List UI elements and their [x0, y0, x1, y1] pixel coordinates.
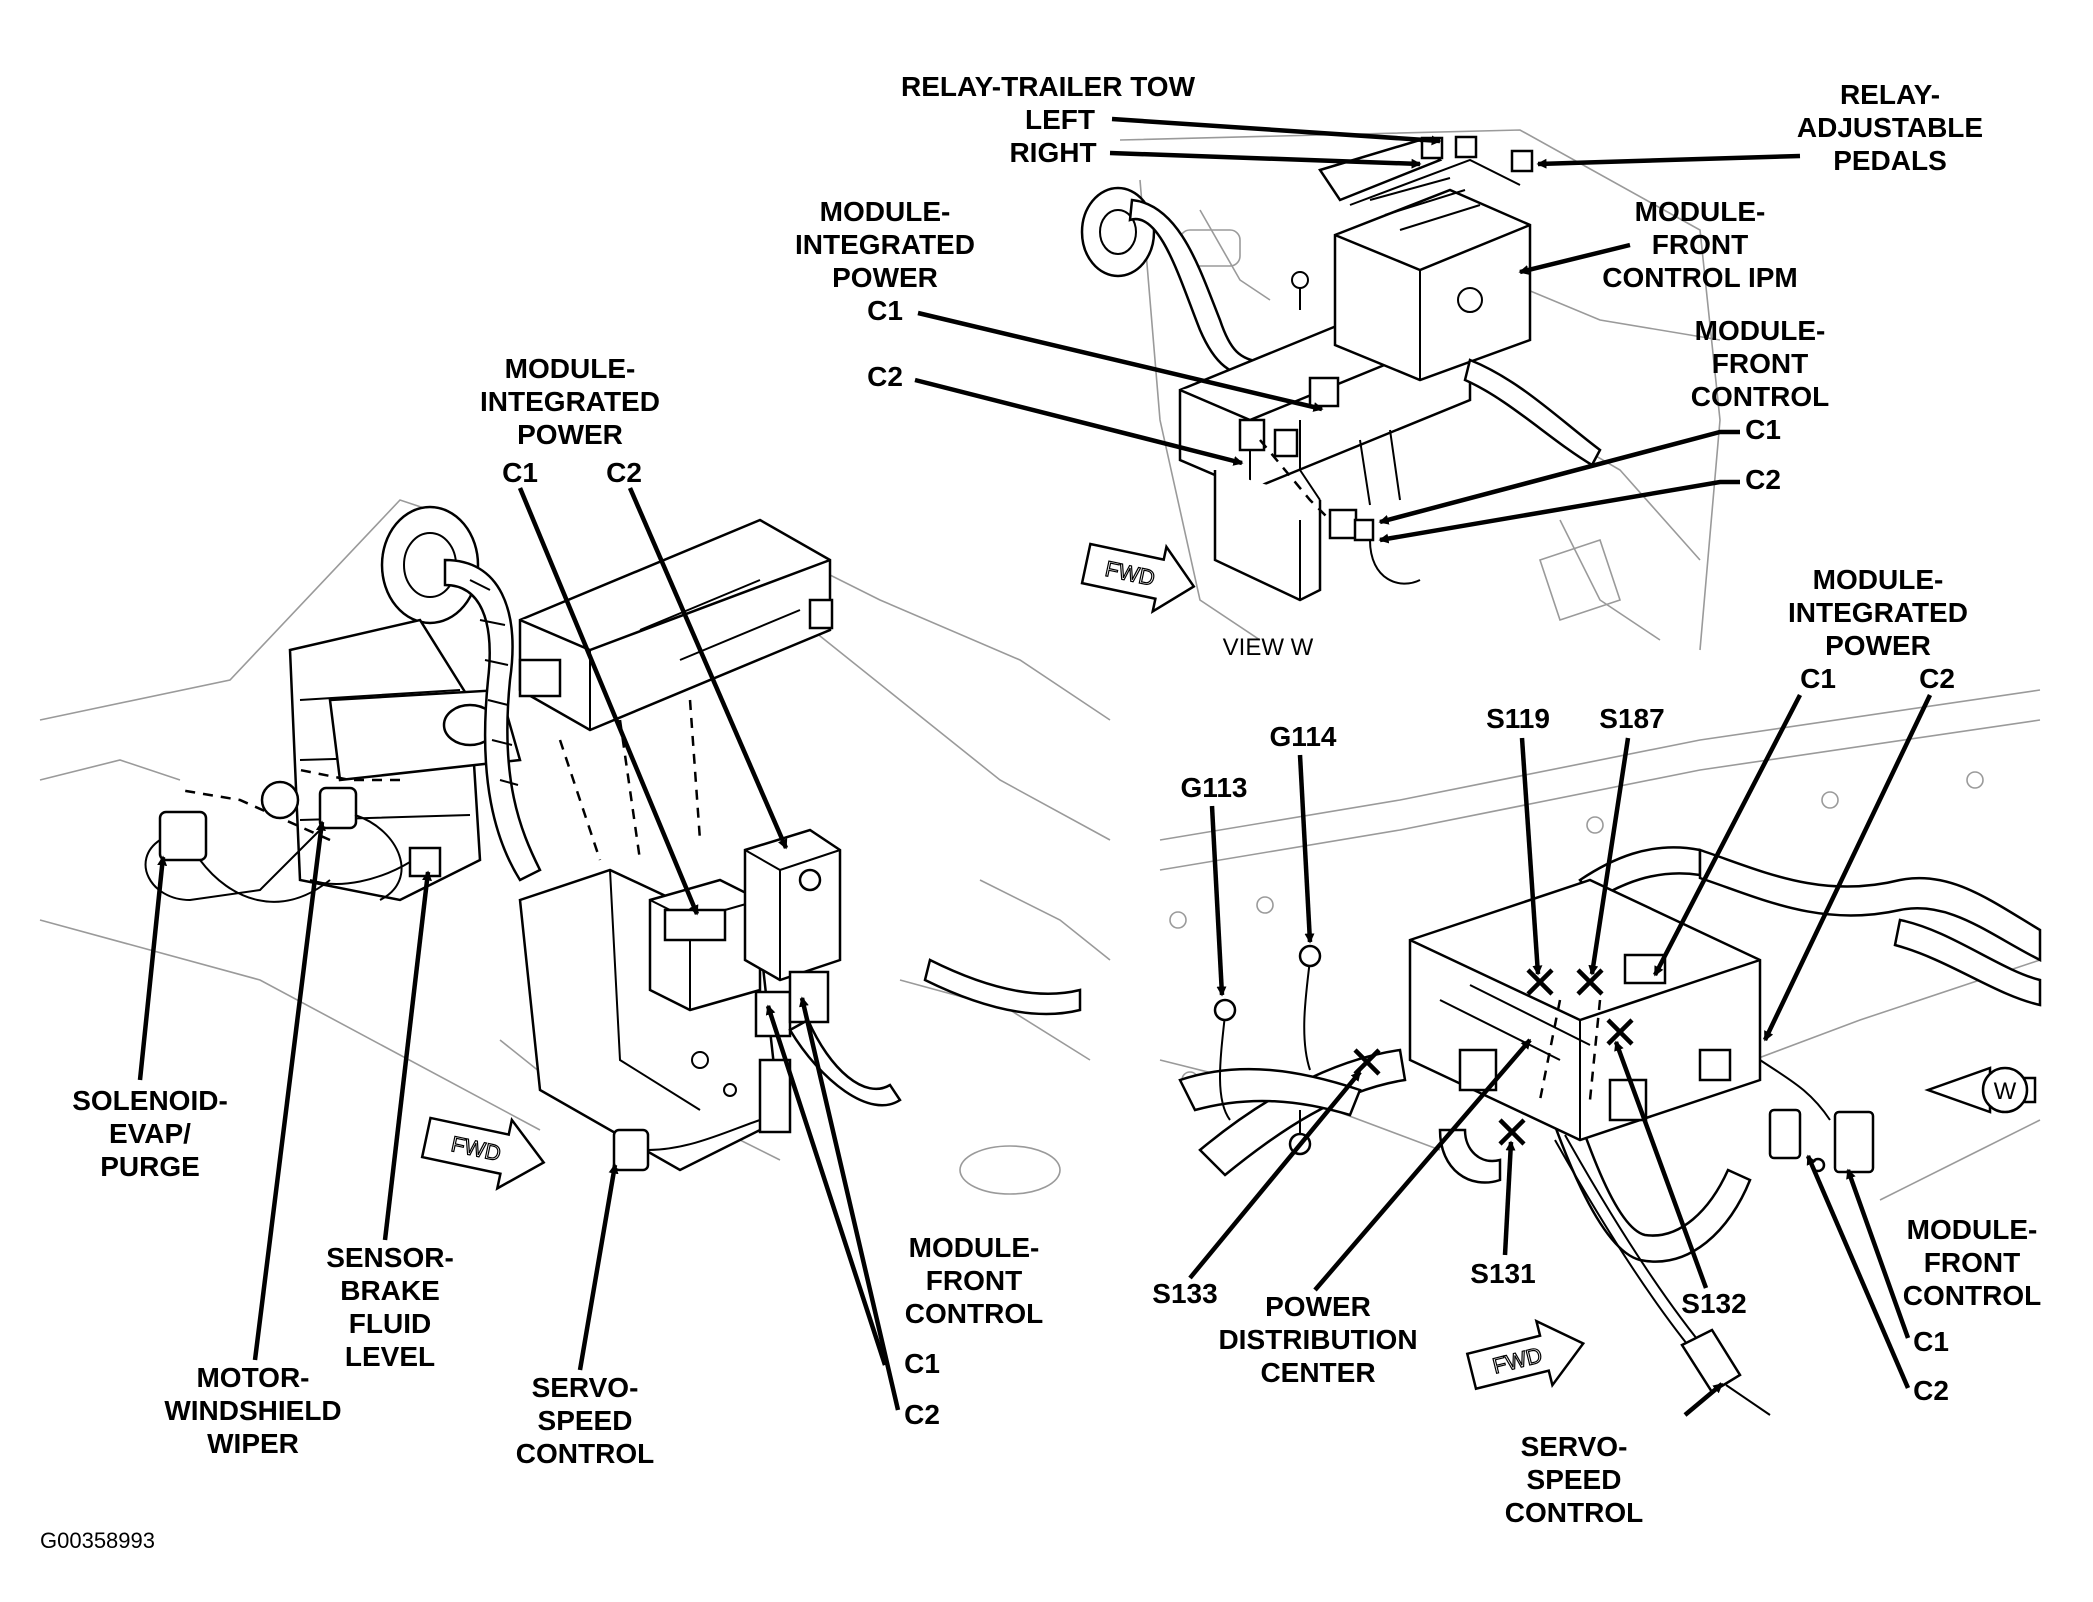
s187-label: S187	[1599, 703, 1664, 734]
right-servo-speed-control-label-2: SPEED	[1527, 1464, 1622, 1495]
right-mfc-label-3: CONTROL	[1903, 1280, 2041, 1311]
w-view-marker: W	[1924, 1066, 2037, 1114]
right-ipm-c2-label: C2	[1919, 663, 1955, 694]
right-mfc-c2-label: C2	[1913, 1375, 1949, 1406]
right-view-leaders	[1188, 693, 1933, 1417]
relay-trailer-tow-left-label: LEFT	[1025, 104, 1095, 135]
left-ipm-c2-label: C2	[606, 457, 642, 488]
right-mfc-c1-label: C1	[1913, 1326, 1949, 1357]
view-w-mfc-c2-label: C2	[1745, 464, 1781, 495]
left-mfc-label-2: FRONT	[926, 1265, 1022, 1296]
g113-label: G113	[1181, 772, 1248, 803]
left-ipm-label-1: MODULE-	[505, 353, 636, 384]
left-mfc-label-1: MODULE-	[909, 1232, 1040, 1263]
relay-adjustable-pedals-label-2: ADJUSTABLE	[1797, 112, 1983, 143]
view-w-illustration	[1080, 129, 1721, 651]
sensor-brake-fluid-level-label-3: FLUID	[349, 1308, 431, 1339]
relay-adjustable-pedals-label-3: PEDALS	[1833, 145, 1947, 176]
right-ipm-label-1: MODULE-	[1813, 564, 1944, 595]
pdc-label-3: CENTER	[1260, 1357, 1375, 1388]
motor-windshield-wiper-label-2: WINDSHIELD	[164, 1395, 341, 1426]
left-mfc-label-3: CONTROL	[905, 1298, 1043, 1329]
sensor-brake-fluid-level-label-4: LEVEL	[345, 1341, 435, 1372]
view-w-ipm-label-2: INTEGRATED	[795, 229, 975, 260]
view-w-ipm-c2-label: C2	[867, 361, 903, 392]
view-w-ipm-label-3: POWER	[832, 262, 938, 293]
pdc-label-1: POWER	[1265, 1291, 1371, 1322]
right-ipm-label-3: POWER	[1825, 630, 1931, 661]
right-mfc-label-2: FRONT	[1924, 1247, 2020, 1278]
pdc-label-2: DISTRIBUTION	[1218, 1324, 1417, 1355]
right-servo-speed-control-label-3: CONTROL	[1505, 1497, 1643, 1528]
view-w-mfc-c1-label: C1	[1745, 414, 1781, 445]
solenoid-evap-purge-label-3: PURGE	[100, 1151, 200, 1182]
relay-adjustable-pedals-label-1: RELAY-	[1840, 79, 1940, 110]
relay-trailer-tow-right-label: RIGHT	[1009, 137, 1096, 168]
motor-windshield-wiper-label-1: MOTOR-	[196, 1362, 309, 1393]
motor-windshield-wiper-label-3: WIPER	[207, 1428, 299, 1459]
solenoid-evap-purge-label-1: SOLENOID-	[72, 1085, 228, 1116]
right-mfc-label-1: MODULE-	[1907, 1214, 2038, 1245]
view-w-mfc-label-3: CONTROL	[1691, 381, 1829, 412]
view-w-leaders	[914, 116, 1801, 544]
sensor-brake-fluid-level-label-2: BRAKE	[340, 1275, 440, 1306]
figure-id: G00358993	[40, 1528, 155, 1553]
view-w-ipm-c1-label: C1	[867, 295, 903, 326]
left-ipm-label-3: POWER	[517, 419, 623, 450]
w-view-marker-label: W	[1994, 1078, 2017, 1105]
left-ipm-label-2: INTEGRATED	[480, 386, 660, 417]
sensor-brake-fluid-level-label-1: SENSOR-	[326, 1242, 454, 1273]
s133-label: S133	[1152, 1278, 1217, 1309]
left-servo-speed-control-label-3: CONTROL	[516, 1438, 654, 1469]
module-front-control-ipm-label-1: MODULE-	[1635, 196, 1766, 227]
s132-label: S132	[1681, 1288, 1746, 1319]
s119-label: S119	[1486, 703, 1550, 734]
right-servo-speed-control-label-1: SERVO-	[1521, 1431, 1628, 1462]
left-servo-speed-control-label-1: SERVO-	[532, 1372, 639, 1403]
g114-label: G114	[1270, 721, 1337, 752]
view-w-ipm-label-1: MODULE-	[820, 196, 951, 227]
left-ipm-c1-label: C1	[502, 457, 538, 488]
left-view-fwd-arrow: FWD	[420, 1116, 546, 1191]
right-ipm-label-2: INTEGRATED	[1788, 597, 1968, 628]
left-servo-speed-control-label-2: SPEED	[538, 1405, 633, 1436]
view-w-mfc-label-1: MODULE-	[1695, 315, 1826, 346]
relay-trailer-tow-label: RELAY-TRAILER TOW	[901, 71, 1196, 102]
view-w-caption: VIEW W	[1223, 634, 1314, 661]
module-front-control-ipm-label-3: CONTROL IPM	[1602, 262, 1797, 293]
left-mfc-c1-label: C1	[904, 1348, 940, 1379]
view-w-fwd-arrow: FWD	[1080, 542, 1196, 615]
solenoid-evap-purge-label-2: EVAP/	[109, 1118, 191, 1149]
left-view-leaders	[137, 487, 901, 1411]
left-mfc-c2-label: C2	[904, 1399, 940, 1430]
view-w-mfc-label-2: FRONT	[1712, 348, 1808, 379]
right-view-fwd-arrow: FWD	[1465, 1318, 1586, 1391]
s131-label: S131	[1470, 1258, 1535, 1289]
right-ipm-c1-label: C1	[1800, 663, 1836, 694]
module-front-control-ipm-label-2: FRONT	[1652, 229, 1748, 260]
